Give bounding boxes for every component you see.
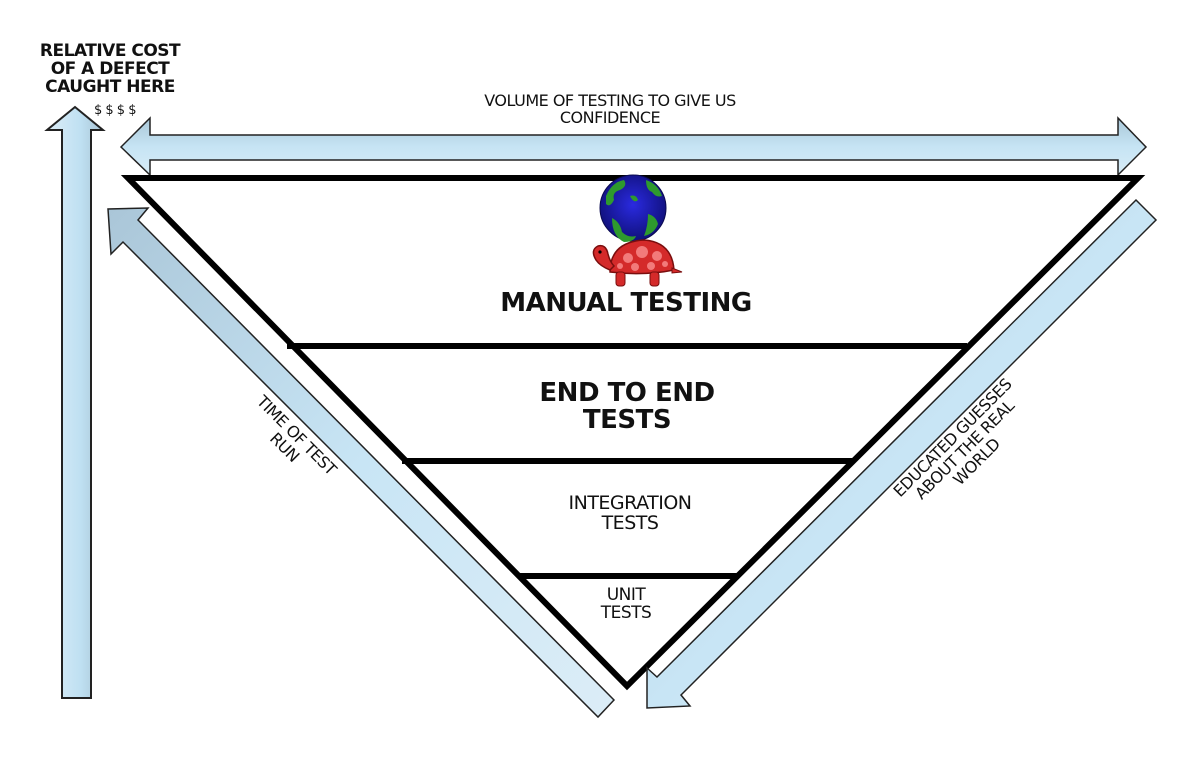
cost-axis-arrow [44, 105, 106, 699]
layer-unit-tests: UNIT TESTS [600, 585, 652, 623]
volume-axis-arrow [119, 116, 1148, 177]
layer-integration-tests: INTEGRATION TESTS [568, 492, 692, 534]
globe-icon [599, 174, 667, 242]
layer-end-to-end-tests: END TO END TESTS [539, 378, 715, 436]
layer-manual-testing: MANUAL TESTING [500, 288, 752, 318]
time-of-run-arrow [107, 207, 616, 719]
cost-dollar-markers: $ $ $ $ [94, 103, 136, 118]
volume-axis-label: VOLUME OF TESTING TO GIVE US CONFIDENCE [484, 91, 736, 127]
cost-axis-label: RELATIVE COST OF A DEFECT CAUGHT HERE [39, 41, 181, 97]
turtle-icon [592, 239, 683, 287]
real-world-axis-arrow [646, 198, 1158, 709]
